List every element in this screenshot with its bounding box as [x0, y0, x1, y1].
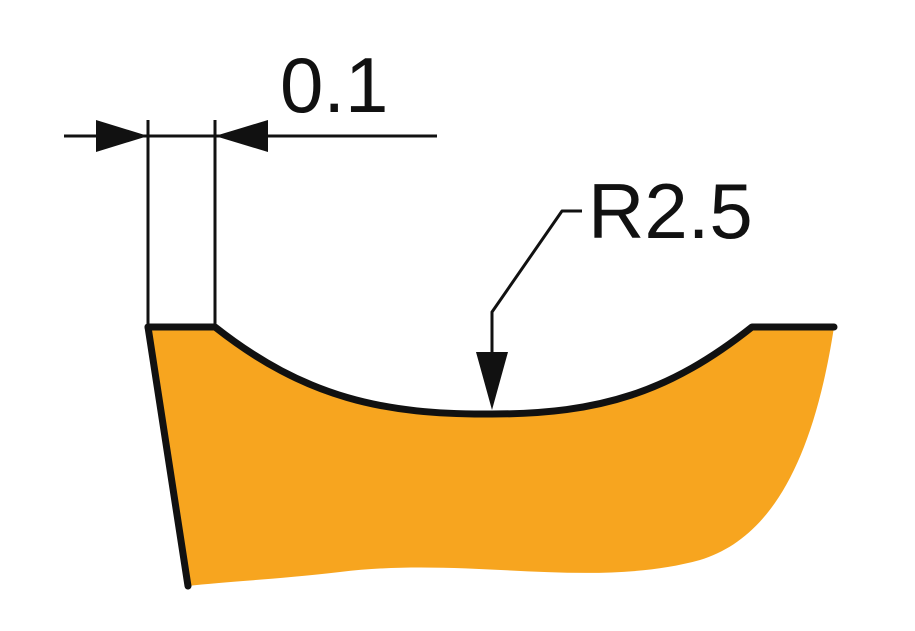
part-left-edge — [144, 323, 192, 590]
radius-arrow — [476, 352, 508, 410]
radius-leader-line — [490, 209, 582, 360]
radius-label-r2-5: R2.5 — [588, 167, 753, 255]
part-top-profile-line — [144, 323, 838, 418]
dimension-label-0-1: 0.1 — [280, 41, 388, 129]
dimension-arrow-left — [96, 120, 148, 152]
dimension-arrow-right — [215, 120, 268, 152]
